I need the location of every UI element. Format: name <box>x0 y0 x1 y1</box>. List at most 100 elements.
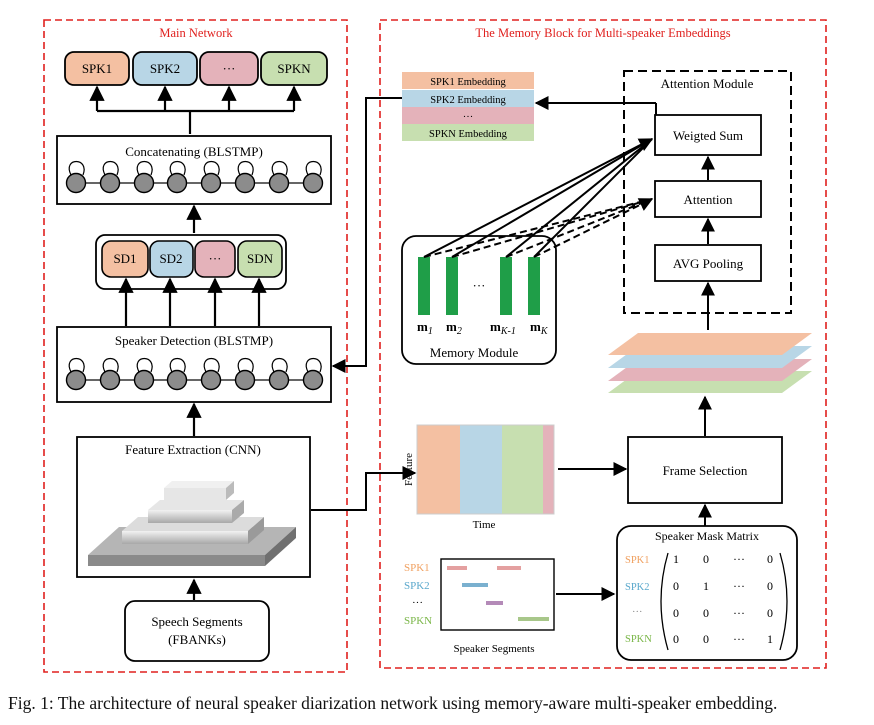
concat-lstm-node <box>302 172 324 194</box>
memory-slot-mk-1-label: mK-1 <box>490 319 516 337</box>
mask-cell: 0 <box>767 579 773 593</box>
concat-lstm-node <box>166 172 188 194</box>
mask-cell: 0 <box>767 552 773 566</box>
spkn-embedding-label: SPKN Embedding <box>429 129 508 140</box>
mask-cell: 0 <box>767 606 773 620</box>
memory-module-label: Memory Module <box>430 345 519 360</box>
detection-lstm-recurrent-loop <box>305 358 322 373</box>
concat-lstm-recurrent-loop <box>237 161 254 176</box>
sd1-box <box>101 240 149 278</box>
output-spk1-box <box>64 51 130 86</box>
detection-lstm-recurrent-loop <box>169 358 186 373</box>
memory-slot-mk <box>528 257 540 315</box>
cnn-to-feature-map-connector <box>311 466 417 511</box>
attention-label: Attention <box>683 192 733 207</box>
output-ellipsis-label: ··· <box>223 61 236 76</box>
concat-lstm-node <box>65 172 87 194</box>
detection-lstm-node <box>133 369 155 391</box>
speaker-segment-bars <box>447 566 549 621</box>
spk2-embedding-bar <box>402 90 534 107</box>
concat-lstm-recurrent-loop <box>203 161 220 176</box>
speaker-segments-label-spkn: SPKN <box>404 615 432 627</box>
speaker-segments-label-ellipsis: ··· <box>412 597 423 609</box>
mask-row-label-ellipsis: ··· <box>632 607 643 618</box>
frame-selection-box <box>627 436 783 504</box>
concat-lstm-node <box>200 172 222 194</box>
figure-caption: Fig. 1: The architecture of neural speak… <box>8 693 778 713</box>
detection-lstm-nodes <box>65 358 324 391</box>
spk1-embedding-label: SPK1 Embedding <box>430 77 506 88</box>
output-boxes: SPK1 SPK2 ··· SPKN <box>64 51 328 86</box>
speech-segments-line1: Speech Segments <box>151 614 242 629</box>
memory-slot-m1-label: m1 <box>417 319 433 337</box>
speaker-segments-label-spk1: SPK1 <box>404 562 430 574</box>
memory-slot-m1 <box>418 257 430 315</box>
attention-box <box>654 180 762 218</box>
avg-pooling-label: AVG Pooling <box>673 256 744 271</box>
speaker-segments-caption: Speaker Segments <box>454 643 535 655</box>
detection-lstm-recurrent-loop <box>136 358 153 373</box>
memory-ellipsis: ··· <box>473 278 486 293</box>
mask-cell: 0 <box>703 606 709 620</box>
memory-to-weighted-sum-lines <box>423 138 654 258</box>
speaker-mask-matrix-box <box>616 525 798 661</box>
detection-lstm-node <box>302 369 324 391</box>
mask-cell: ··· <box>733 632 745 646</box>
main-network-panel <box>43 19 348 673</box>
concat-lstm-recurrent-loop <box>305 161 322 176</box>
detection-lstm-node <box>166 369 188 391</box>
memory-slot-mk-1 <box>500 257 512 315</box>
concat-lstm-nodes <box>65 161 324 194</box>
detection-lstm-recurrent-loop <box>102 358 119 373</box>
concatenating-blstmp-box <box>56 135 332 205</box>
frame-selection-label: Frame Selection <box>663 463 748 478</box>
embedding-to-detection-connector <box>331 97 402 373</box>
mask-cell: 1 <box>673 552 679 566</box>
mask-row-label-spk1: SPK1 <box>625 555 650 566</box>
sd-ellipsis-label: ··· <box>209 251 222 266</box>
matrix-left-paren <box>660 552 669 651</box>
detection-lstm-node <box>200 369 222 391</box>
concat-to-outputs-arrows <box>89 85 302 134</box>
stacked-speaker-layers <box>608 333 812 393</box>
detection-lstm-node <box>65 369 87 391</box>
concat-lstm-recurrent-loop <box>102 161 119 176</box>
detection-lstm-recurrent-loop <box>237 358 254 373</box>
concatenating-label: Concatenating (BLSTMP) <box>125 144 263 159</box>
output-spk1-label: SPK1 <box>82 61 112 76</box>
detection-to-sd-arrows <box>118 277 267 326</box>
output-spk2-label: SPK2 <box>150 61 180 76</box>
avg-pooling-box <box>654 244 762 282</box>
mask-row-label-spkn: SPKN <box>625 634 652 645</box>
output-spkn-box <box>260 51 328 86</box>
main-network-title: Main Network <box>159 26 233 40</box>
attention-module-title: Attention Module <box>661 76 754 91</box>
matrix-right-paren <box>779 552 788 651</box>
sdn-label: SDN <box>247 251 274 266</box>
sd2-label: SD2 <box>159 251 182 266</box>
mask-cell: ··· <box>733 606 745 620</box>
memory-module-box <box>401 235 557 365</box>
feature-extraction-label: Feature Extraction (CNN) <box>125 442 261 457</box>
mask-cell: ··· <box>733 552 745 566</box>
memory-block-title: The Memory Block for Multi-speaker Embed… <box>475 26 730 40</box>
concat-lstm-recurrent-loop <box>68 161 85 176</box>
mask-row-label-spk2: SPK2 <box>625 582 650 593</box>
output-spkn-label: SPKN <box>277 61 311 76</box>
mask-cell: 1 <box>703 579 709 593</box>
speaker-segments-label-spk2: SPK2 <box>404 580 430 592</box>
mask-cell: 0 <box>673 606 679 620</box>
concat-lstm-recurrent-loop <box>271 161 288 176</box>
ellipsis-embedding-bar <box>402 107 534 124</box>
spk2-embedding-label: SPK2 Embedding <box>430 95 506 106</box>
memory-slot-m2-label: m2 <box>446 319 462 337</box>
speech-segments-box <box>124 600 270 662</box>
cnn-pyramid-graphic <box>88 481 296 566</box>
detection-lstm-node <box>234 369 256 391</box>
sd-ellipsis-box <box>194 240 236 278</box>
speaker-mask-matrix-title: Speaker Mask Matrix <box>655 529 759 543</box>
ellipsis-embedding-label: ··· <box>463 112 474 123</box>
sd1-label: SD1 <box>113 251 136 266</box>
